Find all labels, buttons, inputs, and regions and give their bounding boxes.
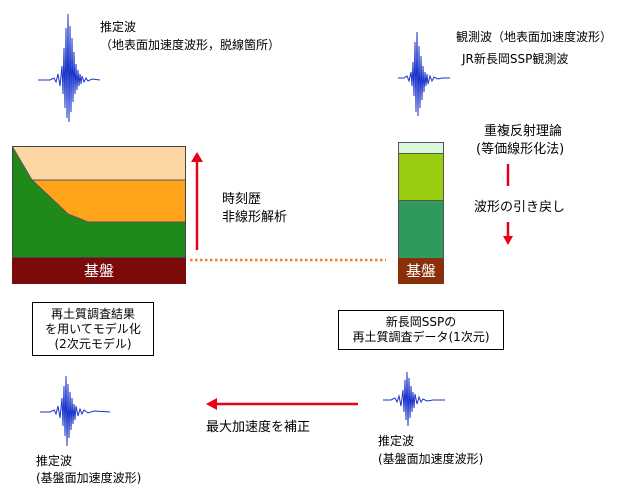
nonlinear-line1: 時刻歴 — [222, 192, 262, 207]
soil-column-1d — [398, 142, 444, 260]
arrow-left-icon — [206, 398, 358, 410]
top-left-subtitle: （地表面加速度波形，脱線箇所） — [100, 38, 281, 52]
top-right-subtitle: JR新長岡SSP観測波 — [462, 52, 569, 66]
multireflection-line2: (等価線形化法) — [476, 142, 565, 157]
waveform-bottom-left — [40, 375, 110, 447]
top-left-title: 推定波 — [100, 20, 137, 34]
soil-model-2d — [12, 146, 186, 258]
box-left-line2: を用いてモデル化 — [45, 322, 141, 336]
waveform-top-right — [398, 31, 450, 117]
data-box-right: 新長岡SSPの 再土質調査データ(1次元) — [338, 310, 504, 350]
layer-top — [12, 146, 186, 180]
model-box-left: 再土質調査結果 を用いてモデル化 (2次元モデル) — [32, 302, 154, 356]
top-right-title: 観測波（地表面加速度波形） — [456, 30, 613, 44]
arrow-up-icon — [191, 152, 203, 250]
correction-label: 最大加速度を補正 — [206, 420, 311, 435]
box-left-line1: 再土質調査結果 — [50, 307, 135, 321]
multireflection-line1: 重複反射理論 — [484, 124, 563, 139]
box-right-line2: 再土質調査データ(1次元) — [352, 330, 490, 344]
layer-green — [12, 146, 186, 258]
waveform-top-left — [38, 13, 100, 123]
base-right: 基盤 — [398, 258, 444, 284]
bottom-right-title: 推定波 — [378, 434, 415, 448]
base-left: 基盤 — [12, 258, 186, 284]
box-left-line3: (2次元モデル) — [54, 337, 132, 351]
arrow-down-bottom-icon — [503, 222, 513, 245]
bottom-left-subtitle: (基盤面加速度波形) — [36, 471, 142, 485]
dotted-connector — [190, 258, 386, 262]
waveform-bottom-right — [383, 371, 445, 427]
pullback-label: 波形の引き戻し — [474, 200, 566, 215]
bottom-right-subtitle: (基盤面加速度波形) — [378, 452, 484, 466]
nonlinear-line2: 非線形解析 — [222, 210, 288, 225]
arrow-down-top-icon — [506, 164, 510, 186]
bottom-left-title: 推定波 — [36, 454, 73, 468]
box-right-line1: 新長岡SSPの — [385, 315, 457, 329]
